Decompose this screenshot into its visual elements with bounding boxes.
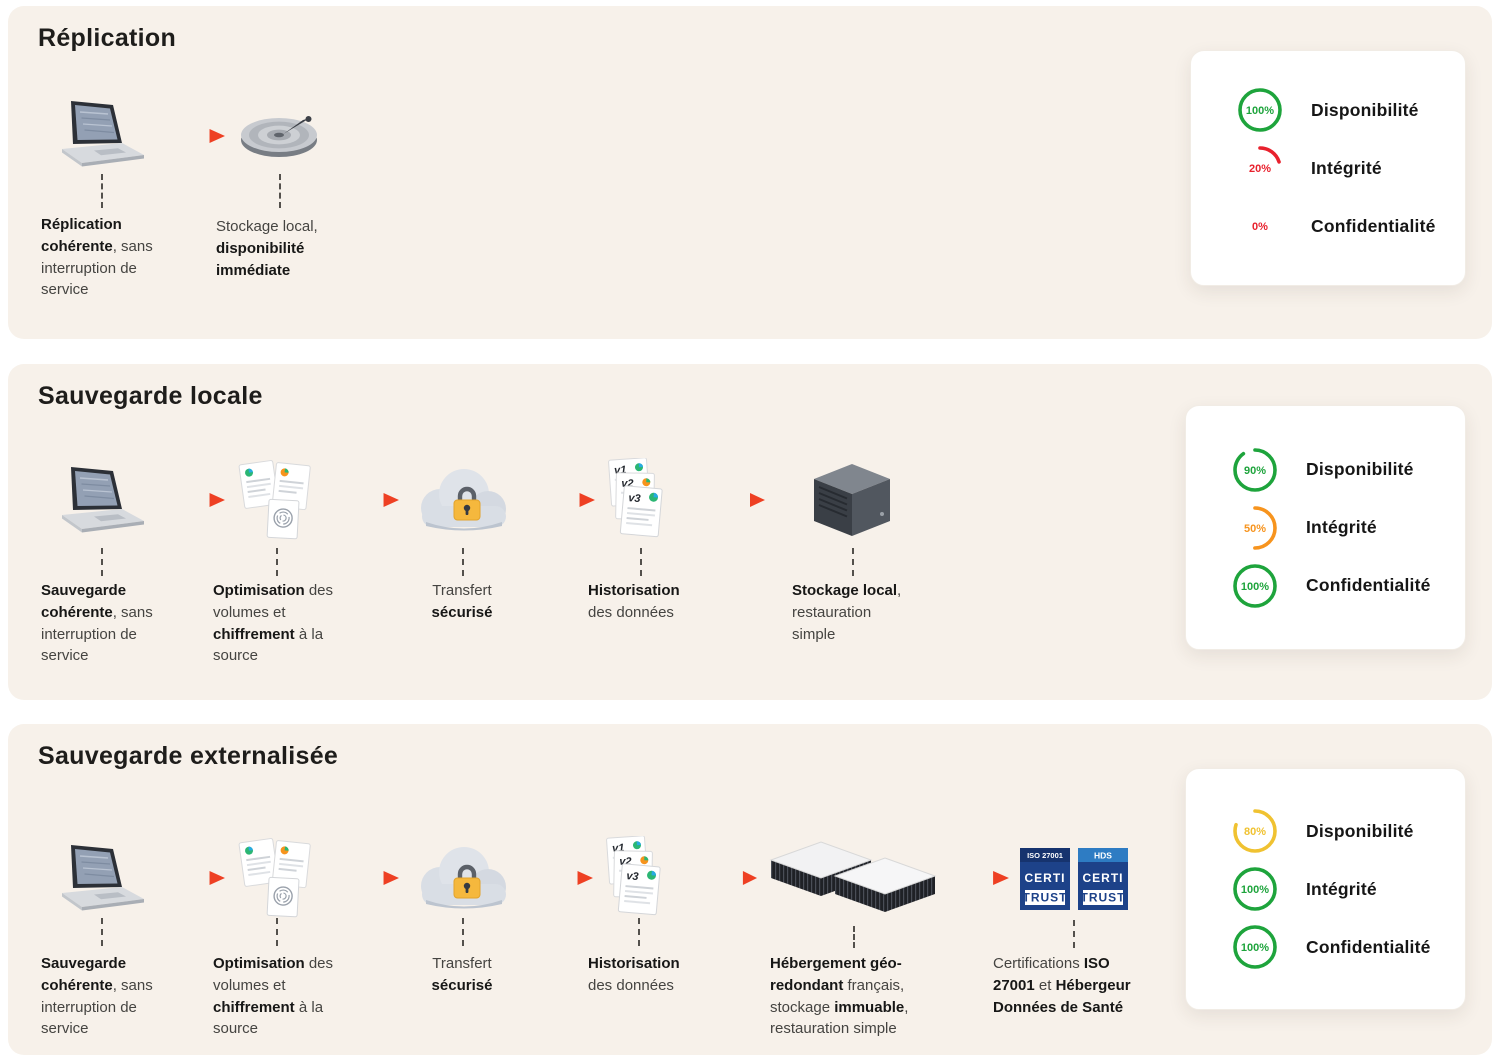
certifications-icon [1018, 846, 1130, 914]
availability-ring-icon: 80% [1233, 809, 1277, 853]
availability-ring-icon: 100% [1238, 88, 1282, 132]
dashed-connector [276, 548, 278, 576]
availability-ring-icon: 90% [1233, 447, 1277, 492]
dashed-connector [640, 548, 642, 576]
confidentiality-ring-icon: 0% [1252, 221, 1268, 233]
integrity-ring-icon: 20% [1238, 146, 1282, 190]
dashed-connector [276, 918, 278, 946]
stat-value: 50% [1244, 523, 1266, 535]
stat-label: Confidentialité [1306, 936, 1431, 957]
stat-row: 100% Intégrité [1232, 866, 1465, 913]
flow-arrow-icon [524, 492, 596, 508]
secure-cloud-icon [410, 464, 514, 538]
dashed-connector [279, 174, 281, 208]
flow-arrow-icon [696, 492, 766, 508]
stat-value: 20% [1249, 163, 1271, 175]
dashed-connector [852, 548, 854, 576]
step-caption: Stockage local, disponibilité immédiate [216, 218, 318, 279]
flow-arrow-icon [936, 870, 1010, 886]
dashed-connector [462, 918, 464, 946]
step-caption: Historisation des données [588, 955, 680, 994]
step-caption: Transfert sécurisé [431, 955, 493, 994]
stat-row: 20% Intégrité [1237, 145, 1465, 192]
laptop-icon [56, 100, 146, 168]
step-caption: Optimisation des volumes et chiffrement … [213, 955, 334, 1038]
step-caption: Historisation des données [588, 582, 680, 621]
step-caption: Stockage local, restauration simple [792, 582, 902, 643]
panel-offsite-backup: Sauvegarde externalisée Sauvegarde cohér… [8, 724, 1492, 1055]
versioned-documents-icon [598, 458, 682, 542]
step-caption: Sauvegarde cohérente, sans interruption … [41, 582, 153, 665]
stat-value: 100% [1241, 884, 1269, 896]
dashed-connector [853, 926, 855, 948]
dashed-connector [101, 918, 103, 946]
stat-row: 100% Confidentialité [1232, 562, 1465, 609]
stat-row: 100% Disponibilité [1237, 87, 1465, 134]
stat-label: Intégrité [1306, 517, 1377, 537]
flow-arrow-icon [692, 870, 758, 886]
stat-label: Intégrité [1306, 878, 1377, 899]
stat-row: 80% Disponibilité [1232, 808, 1465, 855]
documents-encryption-icon [234, 836, 318, 920]
laptop-icon [56, 844, 146, 912]
stat-value: 100% [1246, 105, 1274, 117]
flow-arrow-icon [154, 128, 226, 144]
stat-label: Confidentialité [1311, 215, 1436, 236]
confidentiality-ring-icon: 100% [1233, 563, 1277, 608]
dashed-connector [638, 918, 640, 946]
local-storage-icon [808, 462, 896, 540]
stats-card: 90% Disponibilité 50% Intégrité 100% Con… [1185, 405, 1466, 650]
panel-local-backup: Sauvegarde locale Sauvegarde cohérente, … [8, 364, 1492, 700]
panel-title: Sauvegarde locale [38, 382, 263, 410]
stat-row: 0% Confidentialité [1237, 203, 1465, 250]
versioned-documents-icon [596, 836, 680, 920]
step-caption: Optimisation des volumes et chiffrement … [213, 582, 334, 665]
stat-row: 90% Disponibilité [1232, 446, 1465, 493]
stat-value: 80% [1244, 826, 1266, 838]
integrity-ring-icon: 100% [1233, 867, 1277, 911]
dashed-connector [462, 548, 464, 576]
panel-title: Réplication [38, 24, 177, 52]
stat-label: Intégrité [1311, 157, 1382, 178]
stat-row: 50% Intégrité [1232, 504, 1465, 551]
confidentiality-ring-icon: 100% [1233, 925, 1277, 969]
flow-arrow-icon [154, 492, 226, 508]
dashed-connector [101, 548, 103, 576]
secure-cloud-icon [410, 842, 514, 916]
dashed-connector [101, 174, 103, 208]
panel-replication: Réplication Réplication cohérente, sans … [8, 6, 1492, 339]
stats-card: 100% Disponibilité 20% Intégrité 0% Conf… [1190, 50, 1466, 286]
integrity-ring-icon: 50% [1233, 505, 1277, 550]
stat-value: 90% [1244, 465, 1266, 477]
stat-value: 100% [1241, 942, 1269, 954]
dashed-connector [1073, 920, 1075, 948]
flow-arrow-icon [328, 870, 400, 886]
stat-value: 100% [1241, 581, 1269, 593]
stat-label: Disponibilité [1306, 820, 1414, 841]
stat-row: 100% Confidentialité [1232, 924, 1465, 971]
stat-label: Confidentialité [1306, 575, 1431, 595]
stat-label: Disponibilité [1311, 99, 1419, 120]
step-caption: Transfert sécurisé [431, 582, 493, 621]
step-caption: Réplication cohérente, sans interruption… [41, 216, 153, 299]
step-caption: Hébergement géo-redondant français, stoc… [770, 955, 909, 1038]
hard-disk-icon [236, 106, 322, 168]
stat-label: Disponibilité [1306, 459, 1414, 479]
step-caption: Certifications ISO 27001 et Hébergeur Do… [993, 955, 1131, 1016]
stats-card: 80% Disponibilité 100% Intégrité 100% Co… [1185, 768, 1466, 1010]
flow-arrow-icon [154, 870, 226, 886]
documents-encryption-icon [234, 458, 318, 542]
flow-arrow-icon [522, 870, 594, 886]
panel-title: Sauvegarde externalisée [38, 742, 339, 770]
step-caption: Sauvegarde cohérente, sans interruption … [41, 955, 153, 1038]
georedundant-servers-icon [763, 836, 943, 924]
flow-arrow-icon [328, 492, 400, 508]
laptop-icon [56, 466, 146, 534]
stat-value: 0% [1252, 221, 1268, 233]
